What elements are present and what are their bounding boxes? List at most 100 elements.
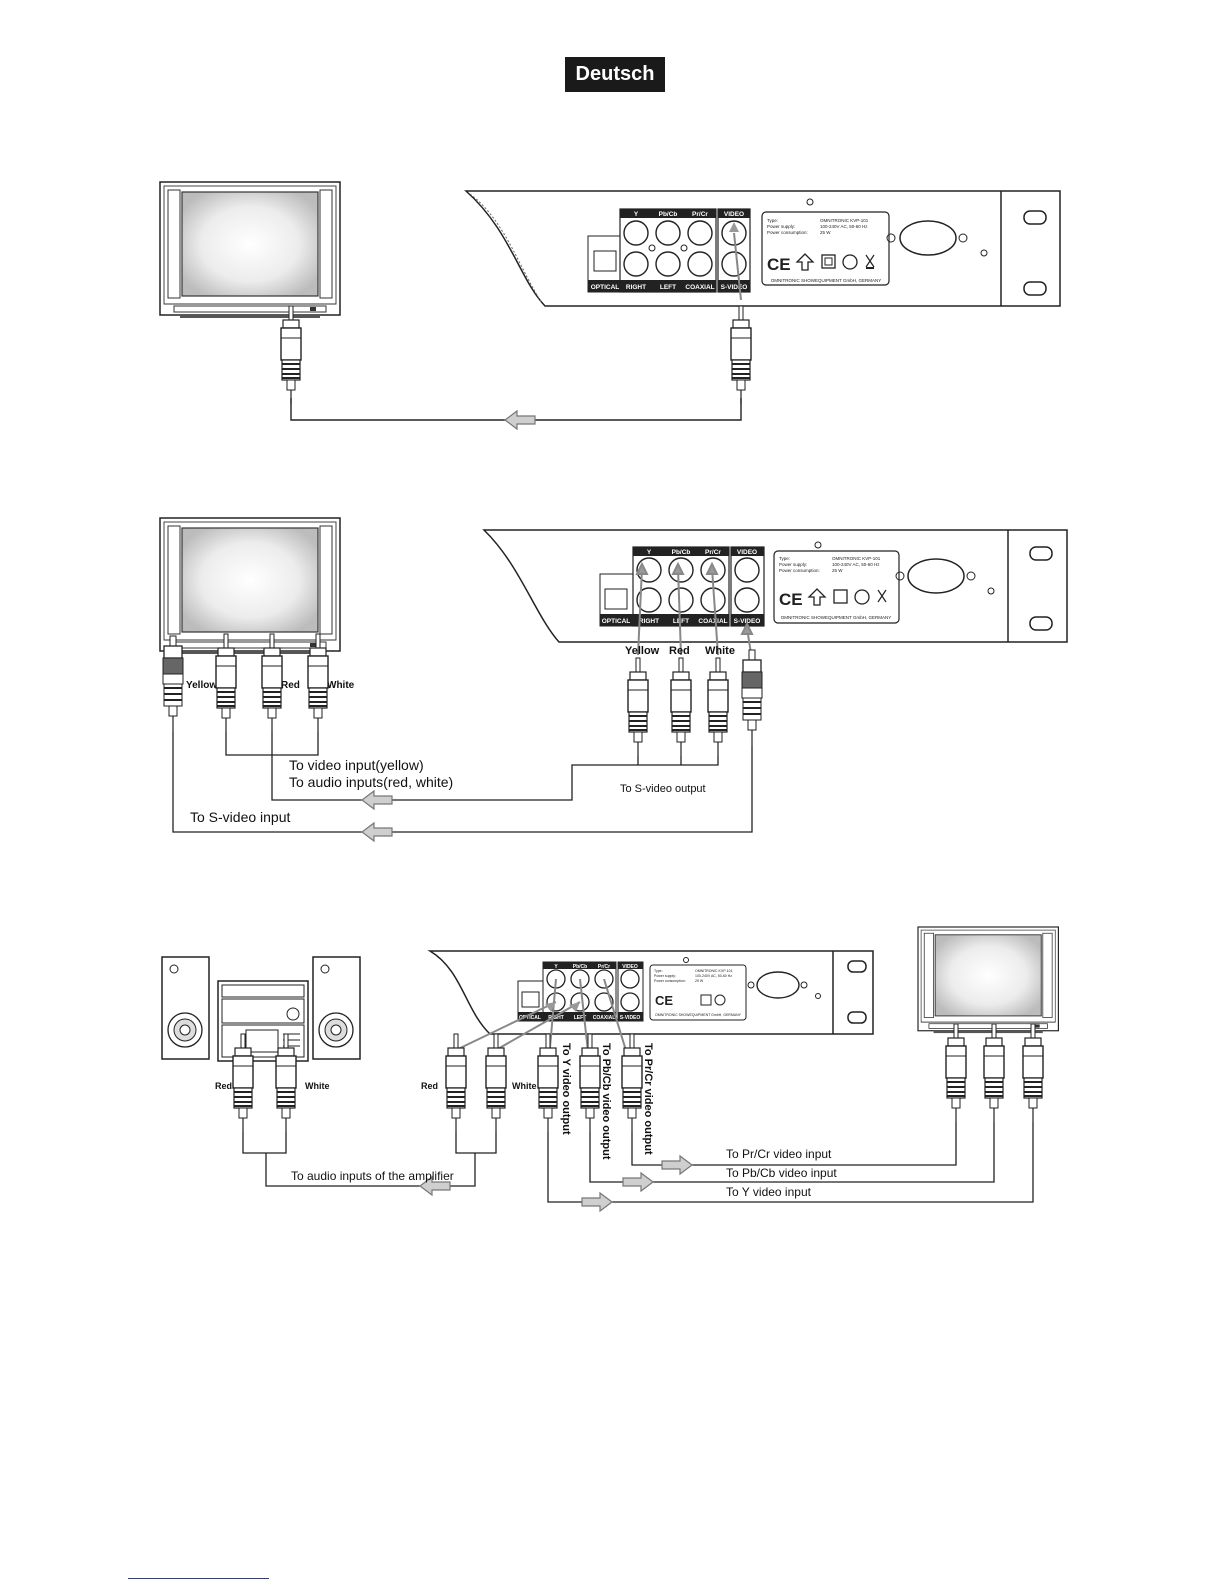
svideo-plug-device	[741, 649, 763, 747]
rca-dev-y	[537, 1033, 559, 1133]
label-y: Y	[634, 211, 639, 218]
diagram-3: Y Pb/Cb Pr/Cr VIDEO OPTICAL RIGHT LEFT C…	[161, 926, 1059, 1212]
plate-consumption: Power consumption:	[767, 230, 808, 235]
rca-dev-pbcb	[579, 1033, 601, 1133]
label-pbcb: Pb/Cb	[659, 211, 678, 218]
rca-plug-device	[730, 305, 752, 405]
rca-plug-dev-yellow	[627, 657, 649, 757]
text-y-input: To Y video input	[726, 1185, 812, 1199]
label-right: RIGHT	[626, 284, 646, 291]
rca-tv-y	[1022, 1023, 1044, 1123]
plate-supply-value-3: 100-240V AC, 50-60 Hz	[695, 974, 732, 978]
device-back-panel: Y Pb/Cb Pr/Cr VIDEO OPTICAL RIGHT LEFT C…	[464, 190, 1061, 307]
dev-label-red: Red	[421, 1081, 438, 1091]
text-prcr-output: To Pr/Cr video output	[642, 1043, 654, 1155]
text-pbcb-input: To Pb/Cb video input	[726, 1166, 837, 1180]
plate-type: Type:	[767, 218, 778, 223]
label-left: LEFT	[660, 284, 676, 291]
rca-plug-tv-yellow	[215, 633, 237, 733]
label-right-3: RIGHT	[548, 1015, 564, 1021]
label-pbcb-2: Pb/Cb	[672, 549, 691, 556]
plate-type-value-3: OMNITRONIC KVP-101	[695, 969, 733, 973]
tv-set-3	[917, 926, 1059, 1034]
label-optical-3: OPTICAL	[519, 1015, 541, 1021]
signal-arrow	[504, 410, 536, 430]
language-badge: Deutsch	[565, 57, 665, 92]
label-left-3: LEFT	[574, 1015, 587, 1021]
label-svideo: S-VIDEO	[721, 284, 748, 291]
dev-label-white: White	[512, 1081, 537, 1091]
arrow-svideo	[361, 822, 393, 842]
label-prcr-2: Pr/Cr	[705, 549, 721, 556]
page-header: Deutsch	[0, 0, 1225, 120]
diagram-2: Y Pb/Cb Pr/Cr VIDEO OPTICAL RIGHT LEFT C…	[159, 517, 1068, 842]
plate-consumption-2: Power consumption:	[779, 568, 820, 573]
plate-footer: OMNITRONIC SHOWEQUIPMENT GmbH, GERMANY	[771, 278, 881, 283]
text-audio-inputs: To audio inputs(red, white)	[289, 774, 453, 790]
rca-tv-pbcb	[983, 1023, 1005, 1123]
rca-amp-red	[232, 1033, 254, 1133]
svideo-plug-tv	[162, 635, 184, 733]
ce-mark-2: CE	[779, 590, 803, 609]
footer-rule	[128, 1578, 269, 1579]
plate-consumption-3: Power consumption:	[654, 979, 686, 983]
label-left-2: LEFT	[673, 618, 689, 625]
plate-footer-2: OMNITRONIC SHOWEQUIPMENT GmbH, GERMANY	[781, 615, 891, 620]
plate-supply-3: Power supply:	[654, 974, 676, 978]
tv-set-2	[159, 517, 341, 655]
cable-label-yellow: Yellow	[625, 645, 660, 657]
label-video-2: VIDEO	[737, 549, 757, 556]
label-optical-2: OPTICAL	[602, 618, 631, 625]
plate-type-2: Type:	[779, 556, 790, 561]
arrow-y	[581, 1192, 613, 1212]
tv-set	[159, 181, 341, 319]
label-coaxial-3: COAXIAL	[593, 1015, 616, 1021]
rca-amp-white	[275, 1033, 297, 1133]
rca-plug-tv	[280, 305, 302, 405]
diagram-1: Y Pb/Cb Pr/Cr VIDEO OPTICAL RIGHT LEFT C…	[159, 181, 1061, 430]
label-optical: OPTICAL	[591, 284, 620, 291]
rca-dev-red	[445, 1033, 467, 1133]
speaker-left	[161, 956, 210, 1060]
amp-label-white: White	[305, 1081, 330, 1091]
plate-supply-value: 100-240V AC, 50-60 Hz	[820, 224, 868, 229]
plate-supply-2: Power supply:	[779, 562, 807, 567]
plate-type-value: OMNITRONIC KVP-101	[820, 218, 869, 223]
label-y-3: Y	[554, 964, 558, 970]
rca-plug-tv-white	[307, 633, 329, 733]
plate-consumption-value-2: 25 W	[832, 568, 843, 573]
text-svideo-output: To S-video output	[620, 783, 706, 795]
arrow-pbcb	[622, 1172, 654, 1192]
plate-supply-value-2: 100-240V AC, 50-60 Hz	[832, 562, 880, 567]
label-prcr-3: Pr/Cr	[598, 964, 610, 970]
label-svideo-3: S-VIDEO	[620, 1015, 641, 1021]
label-svideo-2: S-VIDEO	[734, 618, 761, 625]
text-video-input: To video input(yellow)	[289, 757, 424, 773]
rca-dev-prcr	[621, 1033, 643, 1133]
label-coaxial: COAXIAL	[685, 284, 714, 291]
speaker-right	[312, 956, 361, 1060]
text-prcr-input: To Pr/Cr video input	[726, 1147, 832, 1161]
plate-consumption-value: 25 W	[820, 230, 831, 235]
label-coaxial-2: COAXIAL	[698, 618, 727, 625]
rca-plug-dev-white	[707, 657, 729, 757]
plate-type-3: Type:	[654, 969, 663, 973]
ce-mark: CE	[767, 255, 791, 274]
rca-tv-prcr	[945, 1023, 967, 1123]
cable-label-red: Red	[669, 645, 690, 657]
tv-label-white: White	[327, 680, 355, 691]
label-video-3: VIDEO	[622, 964, 638, 970]
device-back-panel-3: Y Pb/Cb Pr/Cr VIDEO OPTICAL RIGHT LEFT C…	[427, 950, 874, 1035]
tv-label-yellow: Yellow	[186, 680, 217, 691]
label-prcr: Pr/Cr	[692, 211, 708, 218]
text-y-output: To Y video output	[560, 1043, 572, 1135]
label-pbcb-3: Pb/Cb	[573, 964, 587, 970]
label-video: VIDEO	[724, 211, 744, 218]
label-y-2: Y	[647, 549, 652, 556]
plate-footer-3: OMNITRONIC SHOWEQUIPMENT GmbH, GERMANY	[655, 1013, 742, 1017]
label-right-2: RIGHT	[639, 618, 659, 625]
text-svideo-input: To S-video input	[190, 809, 291, 825]
ce-mark-3: CE	[655, 993, 673, 1008]
plate-supply: Power supply:	[767, 224, 795, 229]
